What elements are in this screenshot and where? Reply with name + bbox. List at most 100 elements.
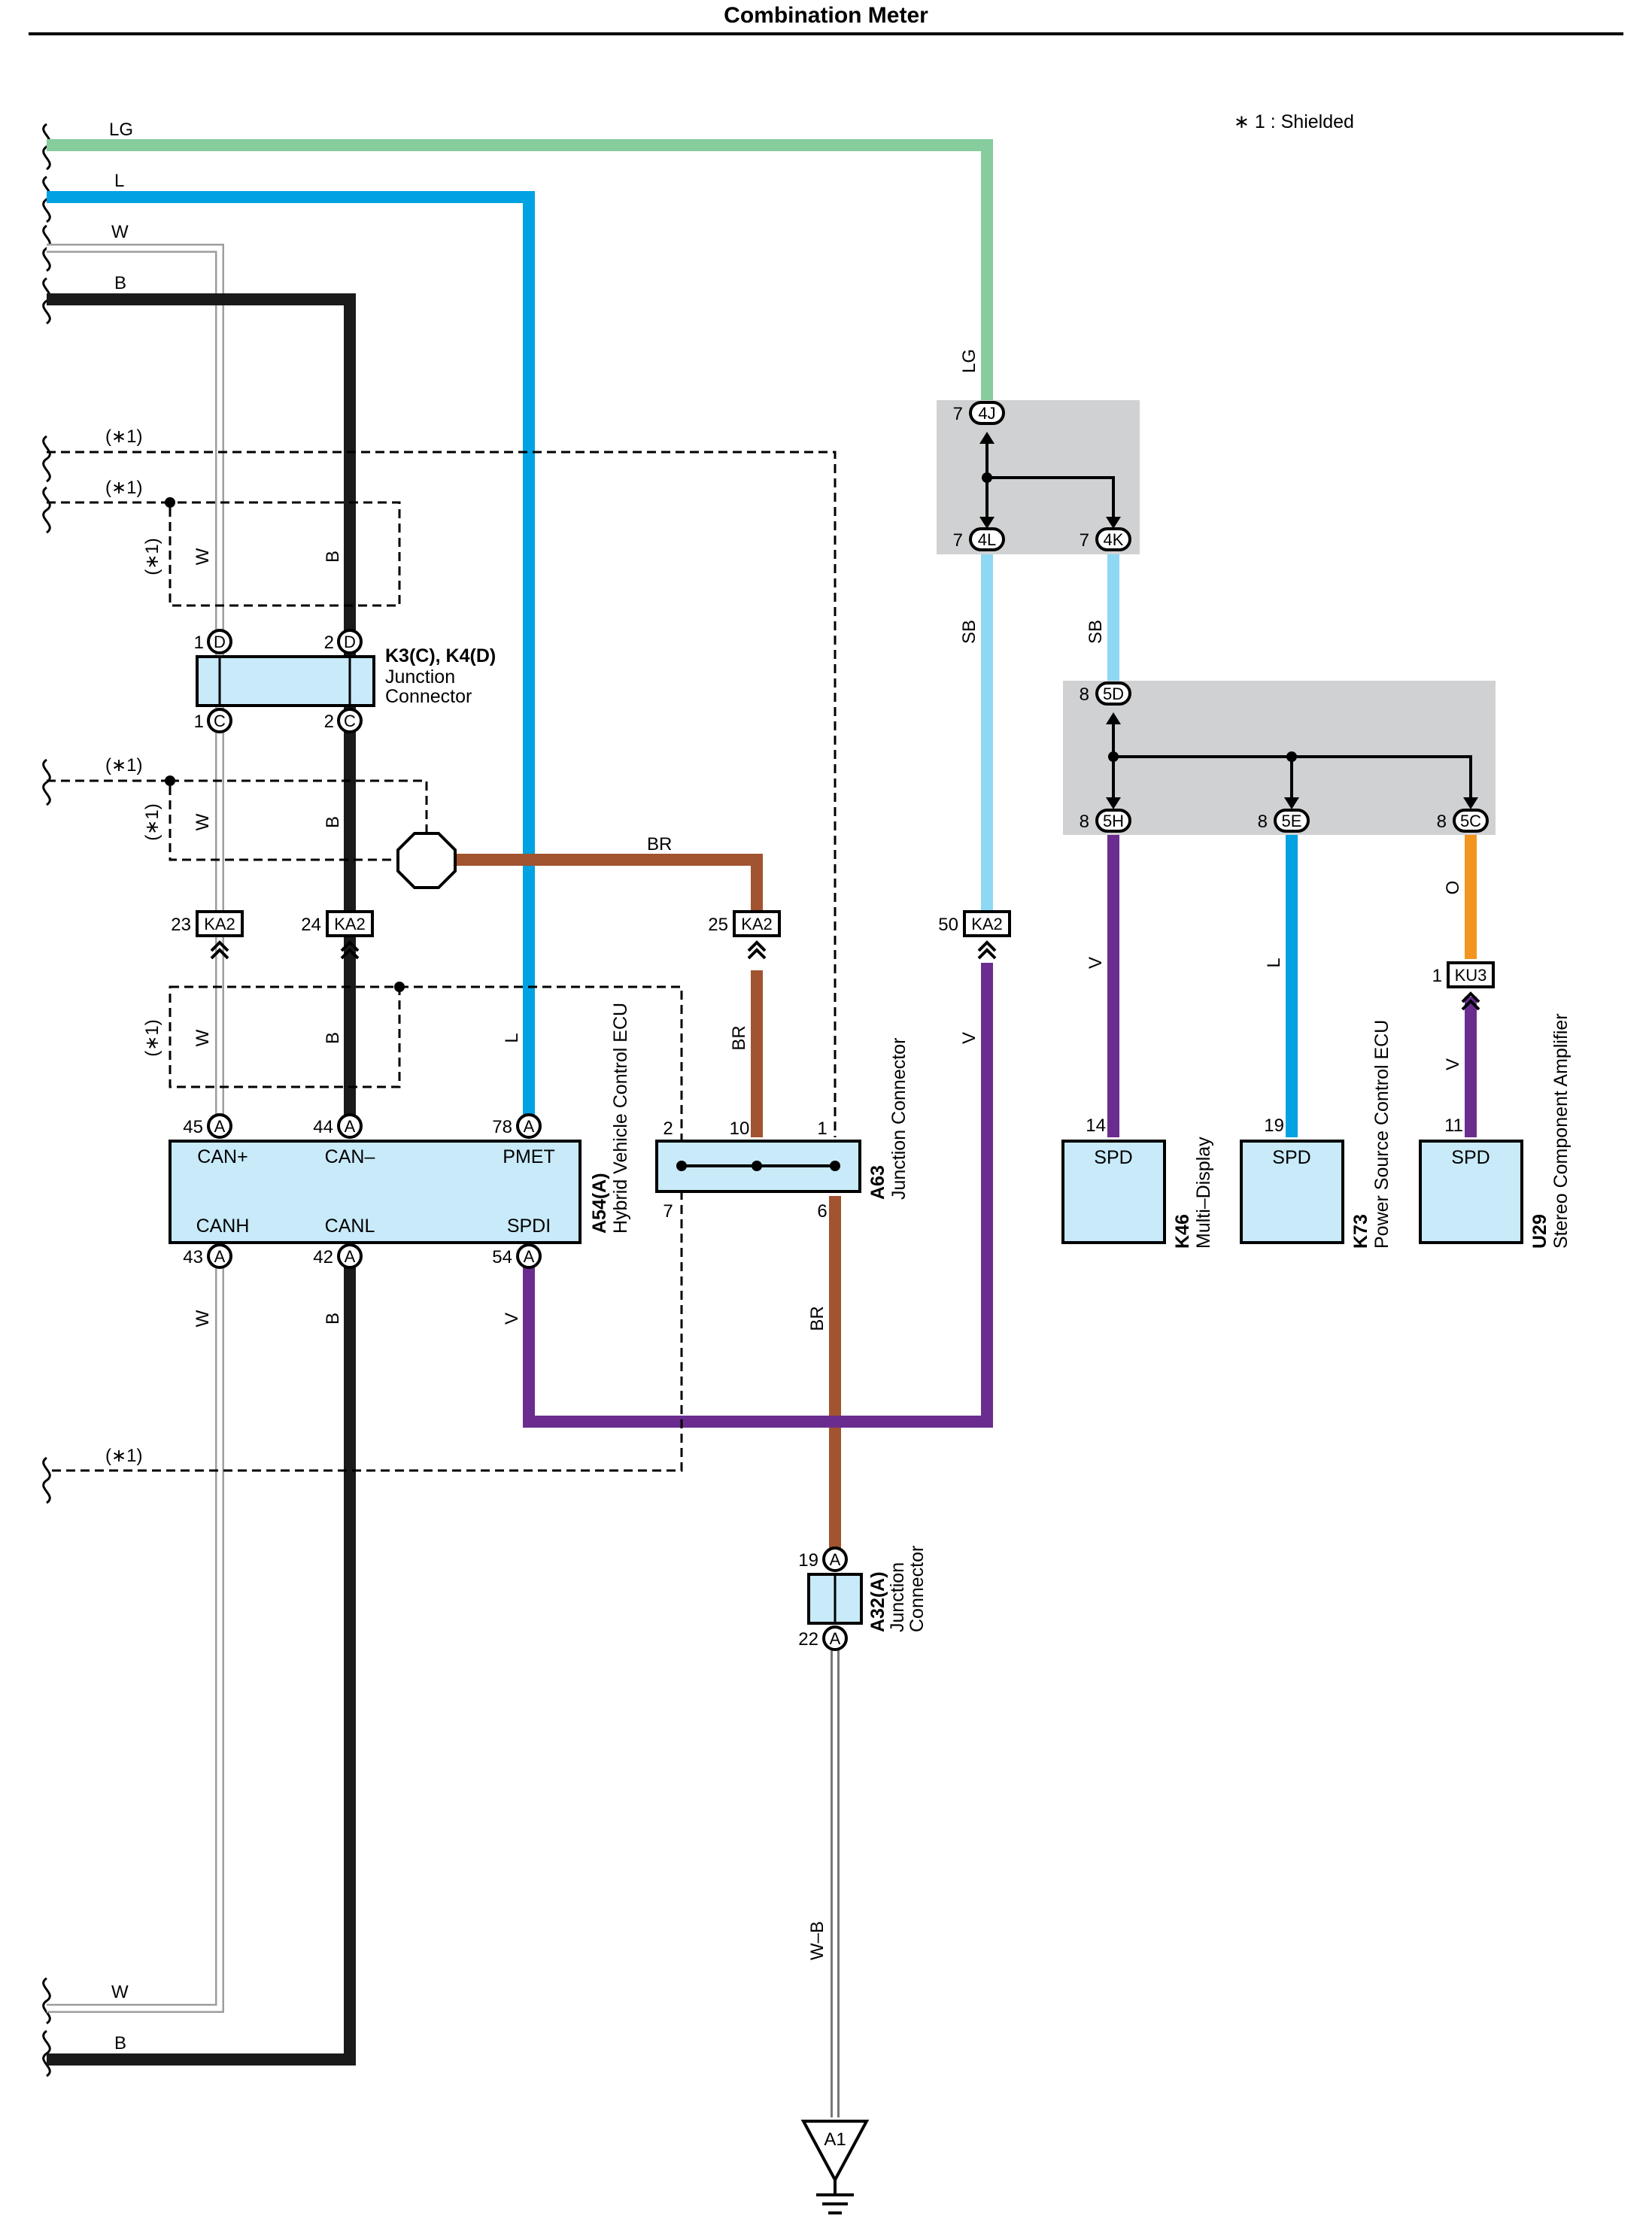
pin-label: 4L xyxy=(978,530,996,549)
pin-number: 7 xyxy=(1080,530,1089,551)
pin-label: 5H xyxy=(1103,812,1124,830)
wire-label: L xyxy=(114,171,124,191)
pin-number: 42 xyxy=(313,1247,333,1267)
device-k46 xyxy=(1061,1140,1166,1244)
pin-number: 78 xyxy=(492,1117,512,1137)
wire-label: B xyxy=(323,551,343,563)
pin-4j xyxy=(969,401,1005,425)
terminal-label: CAN– xyxy=(325,1146,375,1167)
pin-label: 4K xyxy=(1104,530,1124,549)
pin-label: 5E xyxy=(1282,812,1302,830)
pin-number: 2 xyxy=(324,633,334,653)
wire-lg xyxy=(47,139,993,411)
wire-label: LG xyxy=(959,349,979,373)
pin-label: 5D xyxy=(1103,684,1124,703)
shield-label: (∗1) xyxy=(105,1446,142,1466)
pin-number: 25 xyxy=(708,915,728,935)
connector-label: KA2 xyxy=(741,915,773,933)
pin-number: 50 xyxy=(938,915,958,935)
pin-label: 5C xyxy=(1460,812,1481,830)
pin-number: 19 xyxy=(1264,1115,1284,1136)
wire-label: BR xyxy=(729,1025,749,1050)
pin-number: 23 xyxy=(171,915,191,935)
device-u29 xyxy=(1419,1140,1523,1244)
pin-number: 1 xyxy=(194,712,204,732)
pin-number: 43 xyxy=(183,1247,203,1267)
terminal-label: SPDI xyxy=(507,1216,551,1237)
wire-label: W xyxy=(111,222,129,242)
legend-note: ∗ 1 : Shielded xyxy=(1234,111,1354,132)
wire-label: W xyxy=(193,1310,213,1327)
pin-4l xyxy=(969,527,1005,551)
shield-label: (∗1) xyxy=(105,478,142,498)
pin-label: C xyxy=(214,712,226,730)
pin-5d xyxy=(1095,681,1131,706)
pin-number: 6 xyxy=(817,1201,827,1222)
terminal-label: SPD xyxy=(1272,1147,1310,1168)
wire-label: V xyxy=(959,1032,979,1044)
device-desc: Stereo Component Amplifier xyxy=(1550,1013,1572,1249)
a63-name: A63 xyxy=(867,1165,888,1200)
wire-label: BR xyxy=(807,1306,828,1331)
pin-label: A xyxy=(345,1117,356,1136)
shield-label: (∗1) xyxy=(105,755,142,776)
wire-label: V xyxy=(1443,1058,1463,1070)
ka2-connector-50 xyxy=(963,910,1011,937)
ground-a1 xyxy=(800,2120,870,2184)
pin-number: 11 xyxy=(1444,1115,1463,1136)
pin-number: 1 xyxy=(817,1119,827,1139)
pin-label: A xyxy=(214,1117,226,1136)
pin-number: 14 xyxy=(1086,1115,1106,1136)
wire-b-top xyxy=(47,293,356,1126)
pin-number: 2 xyxy=(324,712,334,732)
connector-label: KU3 xyxy=(1455,966,1487,985)
device-id: K46 xyxy=(1172,1214,1193,1249)
wire-w-bottom xyxy=(47,1254,224,2013)
shield-label: (∗1) xyxy=(105,426,142,447)
pin-5e xyxy=(1274,809,1310,833)
pin-number: 1 xyxy=(1432,966,1442,986)
pin-number: 24 xyxy=(301,915,321,935)
pin-label: 4J xyxy=(978,404,995,423)
ka2-connector-25 xyxy=(733,910,781,937)
device-desc: Power Source Control ECU xyxy=(1371,1020,1392,1249)
terminal-label: PMET xyxy=(503,1146,554,1167)
shield-label: (∗1) xyxy=(142,803,162,840)
pin-number: 8 xyxy=(1080,684,1089,705)
k3k4-name: K3(C), K4(D) xyxy=(385,645,496,666)
a63-desc: Junction Connector xyxy=(888,1038,910,1200)
terminal-label: CANH xyxy=(196,1216,250,1237)
pin-number: 44 xyxy=(313,1117,333,1137)
device-id: U29 xyxy=(1529,1214,1550,1249)
pin-number: 10 xyxy=(730,1119,750,1139)
ground-icon xyxy=(816,2180,854,2214)
wire-label: B xyxy=(323,1032,343,1044)
pin-label: A xyxy=(524,1117,535,1136)
wire-br-mid xyxy=(427,854,763,924)
ground-label: A1 xyxy=(824,2129,846,2150)
wire-label: B xyxy=(323,1313,343,1325)
pin-5h xyxy=(1095,809,1131,833)
terminal-label: SPD xyxy=(1451,1147,1490,1168)
connector-label: KA2 xyxy=(334,915,366,933)
pin-number: 45 xyxy=(183,1117,203,1137)
connector-label: KA2 xyxy=(971,915,1003,933)
ka2-connector-24 xyxy=(326,910,374,937)
terminal-label: SPD xyxy=(1094,1147,1132,1168)
pin-label: A xyxy=(524,1247,535,1266)
pin-number: 1 xyxy=(194,633,204,653)
a54-name: A54(A) xyxy=(589,1173,610,1234)
terminal-label: CANL xyxy=(325,1216,375,1237)
wire-label: V xyxy=(502,1313,522,1325)
pin-number: 19 xyxy=(798,1550,818,1571)
device-id: K73 xyxy=(1350,1214,1371,1249)
pin-number: 22 xyxy=(798,1629,818,1650)
shield-lines xyxy=(47,451,837,1472)
wire-label: L xyxy=(502,1033,522,1043)
terminal-label: CAN+ xyxy=(197,1146,247,1167)
wire-label: BR xyxy=(647,834,672,854)
wire-label: B xyxy=(114,273,126,293)
device-desc: Multi–Display xyxy=(1193,1137,1214,1249)
pin-number: 8 xyxy=(1437,812,1447,832)
